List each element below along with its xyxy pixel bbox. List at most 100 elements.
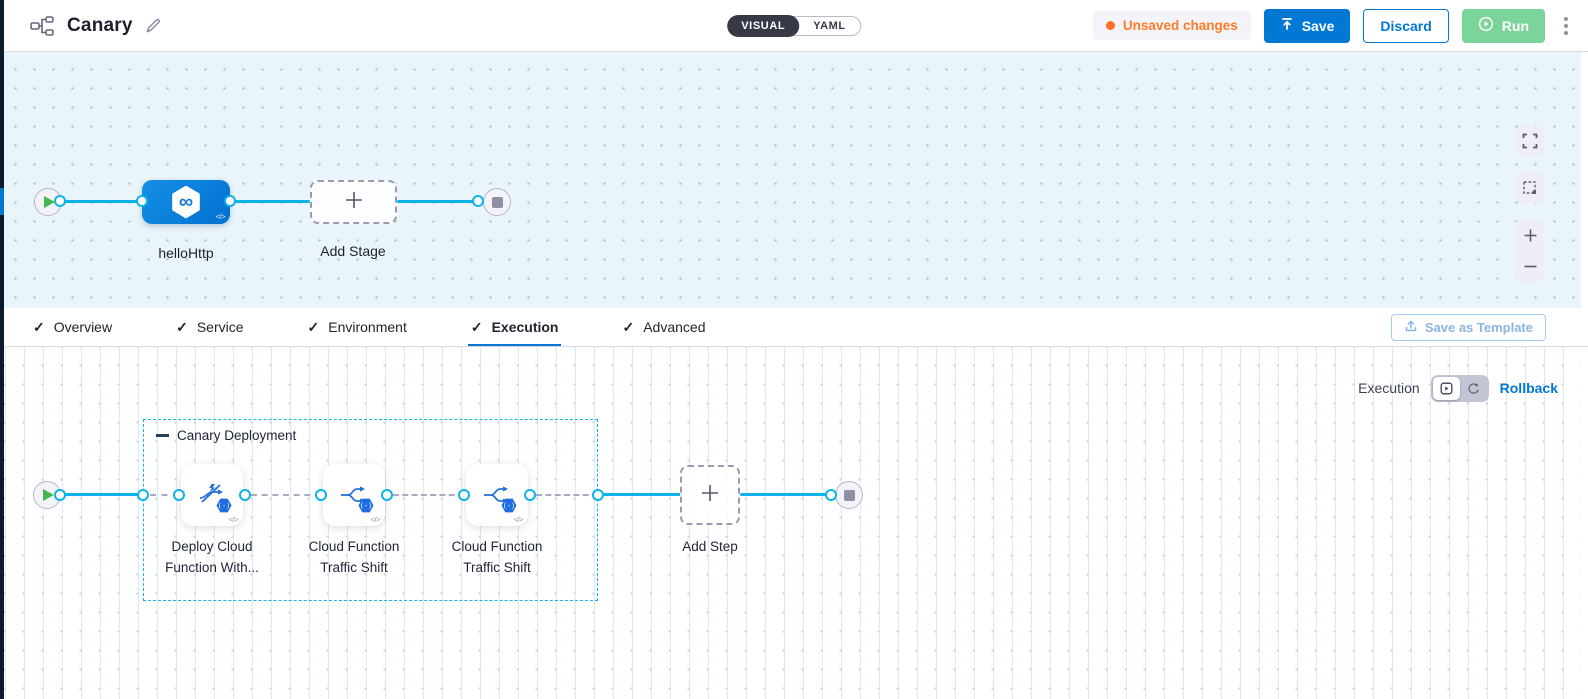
tab-label: Execution: [491, 319, 559, 335]
check-icon: ✓: [176, 318, 188, 335]
end-stop-icon: [843, 489, 855, 501]
rollback-toggle-icon[interactable]: [1460, 377, 1487, 400]
connector-line: [230, 200, 310, 203]
discard-button[interactable]: Discard: [1363, 8, 1449, 43]
function-badge-icon: (-): [216, 498, 232, 513]
pipeline-icon: [30, 15, 55, 36]
execution-mode-label: Execution: [1358, 380, 1420, 396]
yaml-toggle-option[interactable]: YAML: [813, 20, 846, 32]
connector-port[interactable]: [592, 489, 604, 501]
connector-line: [397, 200, 480, 203]
unsaved-changes-badge: Unsaved changes: [1092, 11, 1251, 40]
run-play-icon: [1478, 16, 1494, 35]
group-label-row: Canary Deployment: [156, 428, 296, 443]
zoom-in-button[interactable]: [1515, 221, 1545, 251]
check-icon: ✓: [307, 318, 320, 335]
connector-port[interactable]: [239, 489, 251, 501]
function-badge-icon: (-): [501, 498, 517, 513]
tab-label: Overview: [53, 319, 113, 335]
tab-overview[interactable]: ✓ Overview: [33, 308, 112, 346]
connector-port[interactable]: [54, 489, 66, 501]
connector-line: [47, 200, 142, 203]
run-button[interactable]: Run: [1461, 8, 1545, 43]
connector-port[interactable]: [173, 489, 185, 501]
right-gutter: [1581, 52, 1588, 699]
code-icon: </>: [228, 515, 239, 524]
header-actions: Unsaved changes Save Discard: [1092, 8, 1588, 43]
connector-port[interactable]: [381, 489, 393, 501]
connector-port[interactable]: [524, 489, 536, 501]
more-options-menu-icon[interactable]: [1558, 13, 1574, 39]
run-button-label: Run: [1501, 17, 1529, 34]
deploy-stage-icon: ∞: [172, 185, 200, 219]
function-badge-icon: (-): [358, 498, 374, 513]
execution-toggle-icon[interactable]: [1432, 376, 1460, 400]
tab-service[interactable]: ✓ Service: [176, 308, 243, 346]
left-nav-edge: [0, 0, 4, 699]
tab-advanced[interactable]: ✓ Advanced: [622, 308, 705, 346]
execution-rollback-toggle[interactable]: [1430, 374, 1489, 402]
marquee-select-button[interactable]: [1515, 173, 1545, 203]
plus-icon: [698, 481, 722, 510]
visual-yaml-toggle: VISUAL YAML: [727, 15, 861, 37]
step-traffic-shift-1[interactable]: (-) </>: [323, 464, 385, 526]
add-stage-label: Add Stage: [320, 243, 386, 259]
step-deploy-cloud-function[interactable]: (-) </>: [181, 464, 243, 526]
start-play-icon: [44, 196, 55, 208]
connector-port[interactable]: [224, 195, 236, 207]
add-step-button[interactable]: [680, 465, 740, 525]
stage-end-node: [483, 188, 511, 216]
check-icon: ✓: [470, 318, 483, 335]
start-play-icon: [43, 489, 54, 501]
add-step-label: Add Step: [682, 539, 738, 554]
connector-port[interactable]: [825, 489, 837, 501]
template-upload-icon: [1404, 319, 1418, 336]
left-nav-highlight: [0, 188, 4, 215]
save-button[interactable]: Save: [1263, 8, 1351, 43]
tab-label: Environment: [328, 319, 407, 335]
canary-deployment-group[interactable]: [143, 419, 598, 601]
unsaved-dot-icon: [1105, 21, 1115, 30]
tab-label: Advanced: [643, 319, 706, 335]
connector-port[interactable]: [458, 489, 470, 501]
connector-line: [740, 493, 830, 496]
execution-mode-row: Execution Rollback: [1358, 374, 1558, 402]
group-label: Canary Deployment: [177, 428, 297, 443]
collapse-group-icon[interactable]: [156, 434, 169, 437]
step-label: Cloud Function Traffic Shift: [308, 539, 400, 575]
visual-toggle-option[interactable]: VISUAL: [727, 15, 800, 37]
tab-environment[interactable]: ✓ Environment: [308, 308, 407, 346]
check-icon: ✓: [33, 318, 45, 335]
edit-pipeline-name-icon[interactable]: [145, 17, 162, 34]
zoom-out-button[interactable]: [1515, 252, 1545, 282]
stage-graph-canvas[interactable]: [0, 52, 1588, 308]
rollback-link[interactable]: Rollback: [1499, 380, 1558, 396]
connector-port[interactable]: [137, 489, 149, 501]
connector-port[interactable]: [54, 195, 66, 207]
connector-line: [47, 493, 143, 496]
connector-port[interactable]: [315, 489, 327, 501]
stage-node-hellohttp[interactable]: ∞ </>: [142, 180, 230, 224]
step-traffic-shift-2[interactable]: (-) </>: [466, 464, 528, 526]
save-as-template-label: Save as Template: [1424, 320, 1533, 335]
execution-end-node: [835, 481, 863, 509]
step-label: Deploy Cloud Function With...: [165, 539, 259, 575]
save-as-template-button[interactable]: Save as Template: [1390, 314, 1546, 341]
connector-line-dashed: [150, 494, 179, 496]
execution-graph-canvas[interactable]: [0, 347, 1588, 699]
connector-port[interactable]: [472, 195, 484, 207]
fullscreen-button[interactable]: [1515, 126, 1545, 156]
studio-header: Canary VISUAL YAML Unsaved changes Save: [0, 0, 1588, 52]
stage-config-tabs: ✓ Overview ✓ Service ✓ Environment ✓ Exe…: [0, 308, 1588, 347]
code-icon: </>: [370, 515, 381, 524]
page-title: Canary: [67, 14, 133, 36]
save-button-label: Save: [1301, 17, 1335, 34]
connector-port[interactable]: [136, 195, 148, 207]
code-icon: </>: [215, 212, 226, 221]
step-label: Cloud Function Traffic Shift: [451, 539, 543, 575]
tab-execution[interactable]: ✓ Execution: [467, 308, 562, 346]
zoom-controls: [1515, 220, 1545, 282]
add-stage-button[interactable]: [310, 180, 397, 224]
connector-line: [603, 493, 683, 496]
check-icon: ✓: [622, 318, 635, 335]
